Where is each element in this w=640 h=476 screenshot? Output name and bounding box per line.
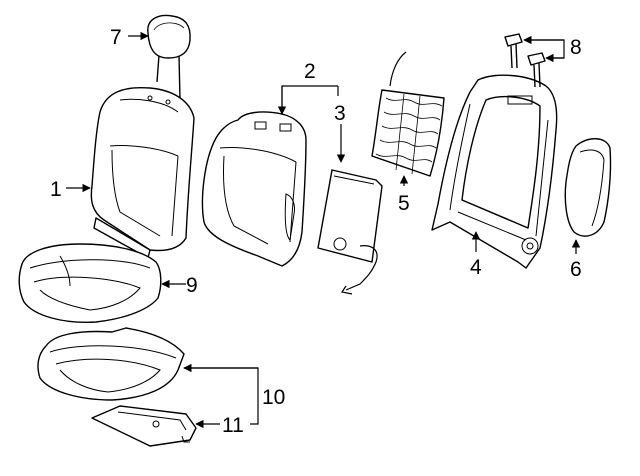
callout-8: 8: [570, 36, 582, 59]
seat-back-frame: [431, 74, 558, 269]
headrest-guides: [504, 33, 546, 88]
callout-3: 3: [334, 102, 346, 125]
spring-mat: [371, 51, 445, 177]
callout-10: 10: [262, 386, 285, 409]
callout-1: 1: [50, 178, 62, 201]
callout-4: 4: [470, 256, 482, 279]
cushion-pan: [91, 405, 197, 447]
leader-lines: [66, 31, 581, 429]
callout-11: 11: [222, 414, 244, 437]
seat-cushion-cover: [18, 243, 162, 324]
seat-cushion-pad: [37, 327, 185, 401]
callout-2: 2: [304, 60, 316, 83]
seat-back-cushion: [90, 86, 195, 259]
callout-6: 6: [570, 258, 582, 281]
callout-5: 5: [398, 192, 410, 215]
side-trim-panel: [564, 138, 612, 237]
callout-9: 9: [186, 274, 198, 297]
callout-7: 7: [110, 26, 122, 49]
callout-labels: 7 1 9 2 3 5 4 6 8 10 11: [50, 26, 582, 437]
back-panel: [317, 169, 383, 295]
headrest: [147, 14, 191, 101]
seat-back-cover: [201, 111, 307, 267]
